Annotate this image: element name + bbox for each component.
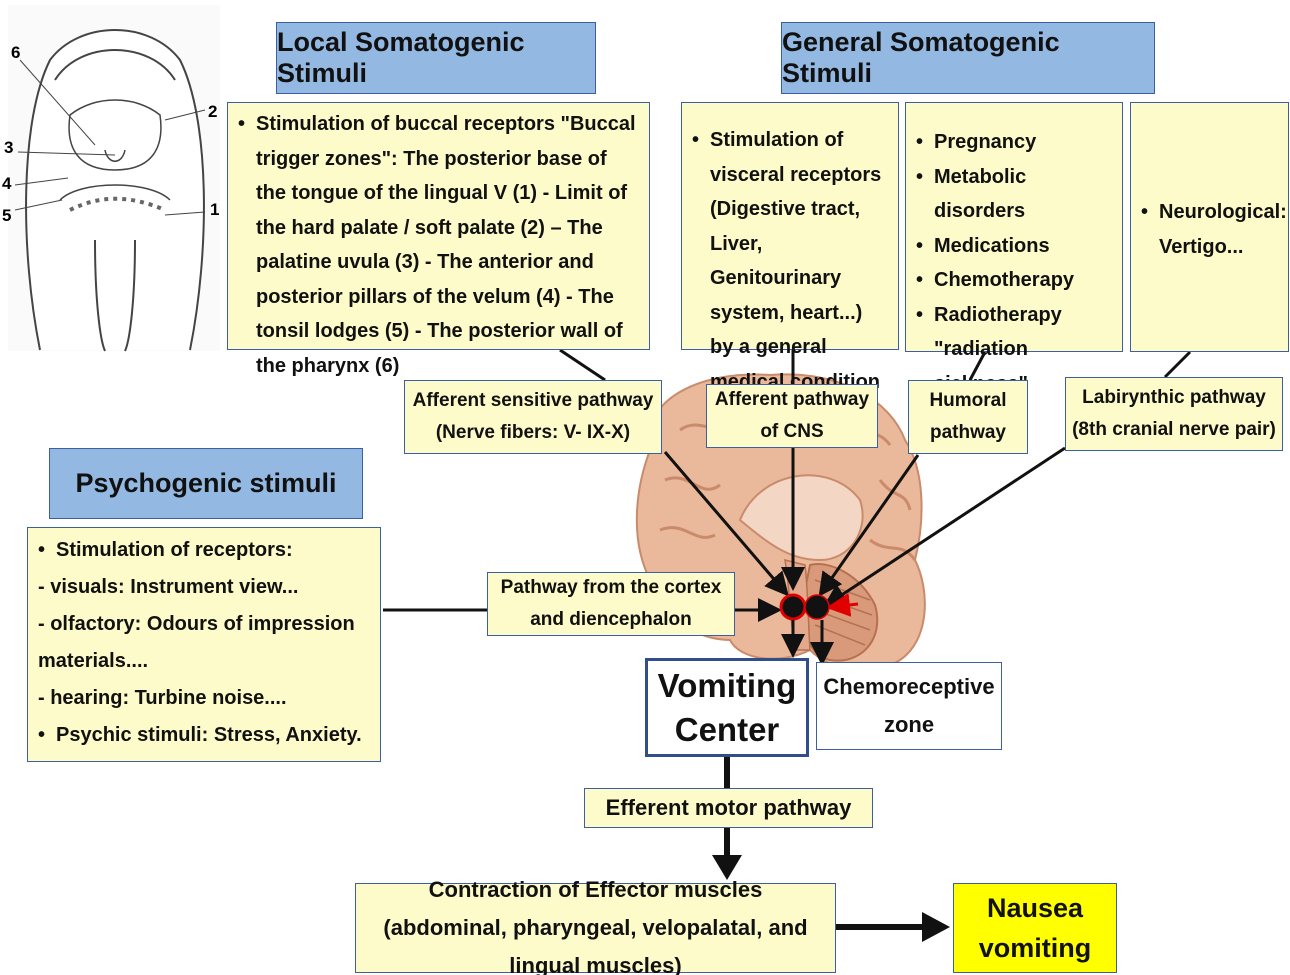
efferent-text: Efferent motor pathway — [606, 792, 852, 824]
mouth-number-5: 5 — [2, 206, 11, 225]
afferent-cns-line2: of CNS — [760, 416, 823, 448]
mouth-number-2: 2 — [208, 102, 217, 121]
mouth-number-1: 1 — [210, 200, 219, 219]
cortex-line2: and diencephalon — [530, 604, 692, 636]
visceral-stimuli-box: Stimulation of visceral receptors (Diges… — [681, 102, 899, 350]
local-stimuli-box: Stimulation of buccal receptors "Buccal … — [227, 102, 650, 350]
psychogenic-box: Stimulation of receptors: - visuals: Ins… — [27, 527, 381, 762]
neurological-box: Neurological: Vertigo... — [1130, 102, 1289, 352]
mouth-illustration — [8, 5, 220, 351]
efferent-motor-pathway: Efferent motor pathway — [584, 788, 873, 828]
condition-chemotherapy: Chemotherapy — [916, 263, 1112, 298]
mouth-number-4: 4 — [2, 174, 12, 193]
outcome-box: Nausea vomiting — [953, 883, 1117, 973]
chemoreceptive-zone-box: Chemoreceptive zone — [816, 662, 1002, 750]
condition-medications: Medications — [916, 229, 1112, 264]
local-stimuli-text: Stimulation of buccal receptors "Buccal … — [238, 107, 639, 383]
contraction-box: Contraction of Effector muscles (abdomin… — [355, 883, 836, 973]
cortex-line1: Pathway from the cortex — [501, 572, 722, 604]
psycho-hearing: - hearing: Turbine noise.... — [38, 680, 370, 717]
contraction-text: Contraction of Effector muscles (abdomin… — [366, 871, 825, 975]
psycho-receptors: Stimulation of receptors: — [38, 532, 370, 569]
psycho-visuals: - visuals: Instrument view... — [38, 569, 370, 606]
psycho-psychic: Psychic stimuli: Stress, Anxiety. — [38, 717, 370, 754]
header-psychogenic: Psychogenic stimuli — [49, 448, 363, 519]
humoral-line2: pathway — [930, 417, 1006, 449]
labyrinthic-line2: (8th cranial nerve pair) — [1072, 414, 1276, 446]
vomiting-center-line1: Vomiting — [658, 664, 797, 708]
psycho-olfactory: - olfactory: Odours of impression materi… — [38, 606, 370, 680]
header-local-text: Local Somatogenic Stimuli — [277, 27, 595, 89]
afferent-sensitive-pathway: Afferent sensitive pathway (Nerve fibers… — [404, 380, 662, 454]
condition-pregnancy: Pregnancy — [916, 125, 1112, 160]
humoral-line1: Humoral — [929, 385, 1006, 417]
afferent-cns-pathway: Afferent pathway of CNS — [706, 384, 878, 448]
header-psycho-text: Psychogenic stimuli — [75, 468, 336, 499]
labyrinthic-line1: Labirynthic pathway — [1082, 382, 1266, 414]
labyrinthic-pathway: Labirynthic pathway (8th cranial nerve p… — [1065, 377, 1283, 451]
general-conditions-box: Pregnancy Metabolic disorders Medication… — [905, 102, 1123, 352]
vomiting-center-dot — [781, 595, 805, 619]
chemoreceptive-dot — [805, 595, 829, 619]
outcome-line2: vomiting — [979, 928, 1092, 968]
chemoreceptive-line2: zone — [884, 706, 934, 744]
cortex-pathway: Pathway from the cortex and diencephalon — [487, 572, 735, 636]
mouth-number-6: 6 — [11, 43, 20, 62]
header-local-somatogenic: Local Somatogenic Stimuli — [276, 22, 596, 94]
humoral-pathway: Humoral pathway — [908, 380, 1028, 454]
afferent-sensitive-line2: (Nerve fibers: V- IX-X) — [436, 417, 630, 449]
condition-metabolic: Metabolic disorders — [916, 160, 1112, 229]
chemoreceptive-line1: Chemoreceptive — [823, 668, 994, 706]
neurological-text: Neurological: Vertigo... — [1141, 195, 1278, 264]
header-general-text: General Somatogenic Stimuli — [782, 27, 1154, 89]
mouth-number-3: 3 — [4, 138, 13, 157]
outcome-line1: Nausea — [987, 888, 1083, 928]
vomiting-center-line2: Center — [675, 708, 780, 752]
header-general-somatogenic: General Somatogenic Stimuli — [781, 22, 1155, 94]
visceral-stimuli-text: Stimulation of visceral receptors (Diges… — [692, 123, 888, 399]
vomiting-center-box: Vomiting Center — [645, 658, 809, 757]
afferent-sensitive-line1: Afferent sensitive pathway — [413, 385, 654, 417]
afferent-cns-line1: Afferent pathway — [715, 384, 869, 416]
